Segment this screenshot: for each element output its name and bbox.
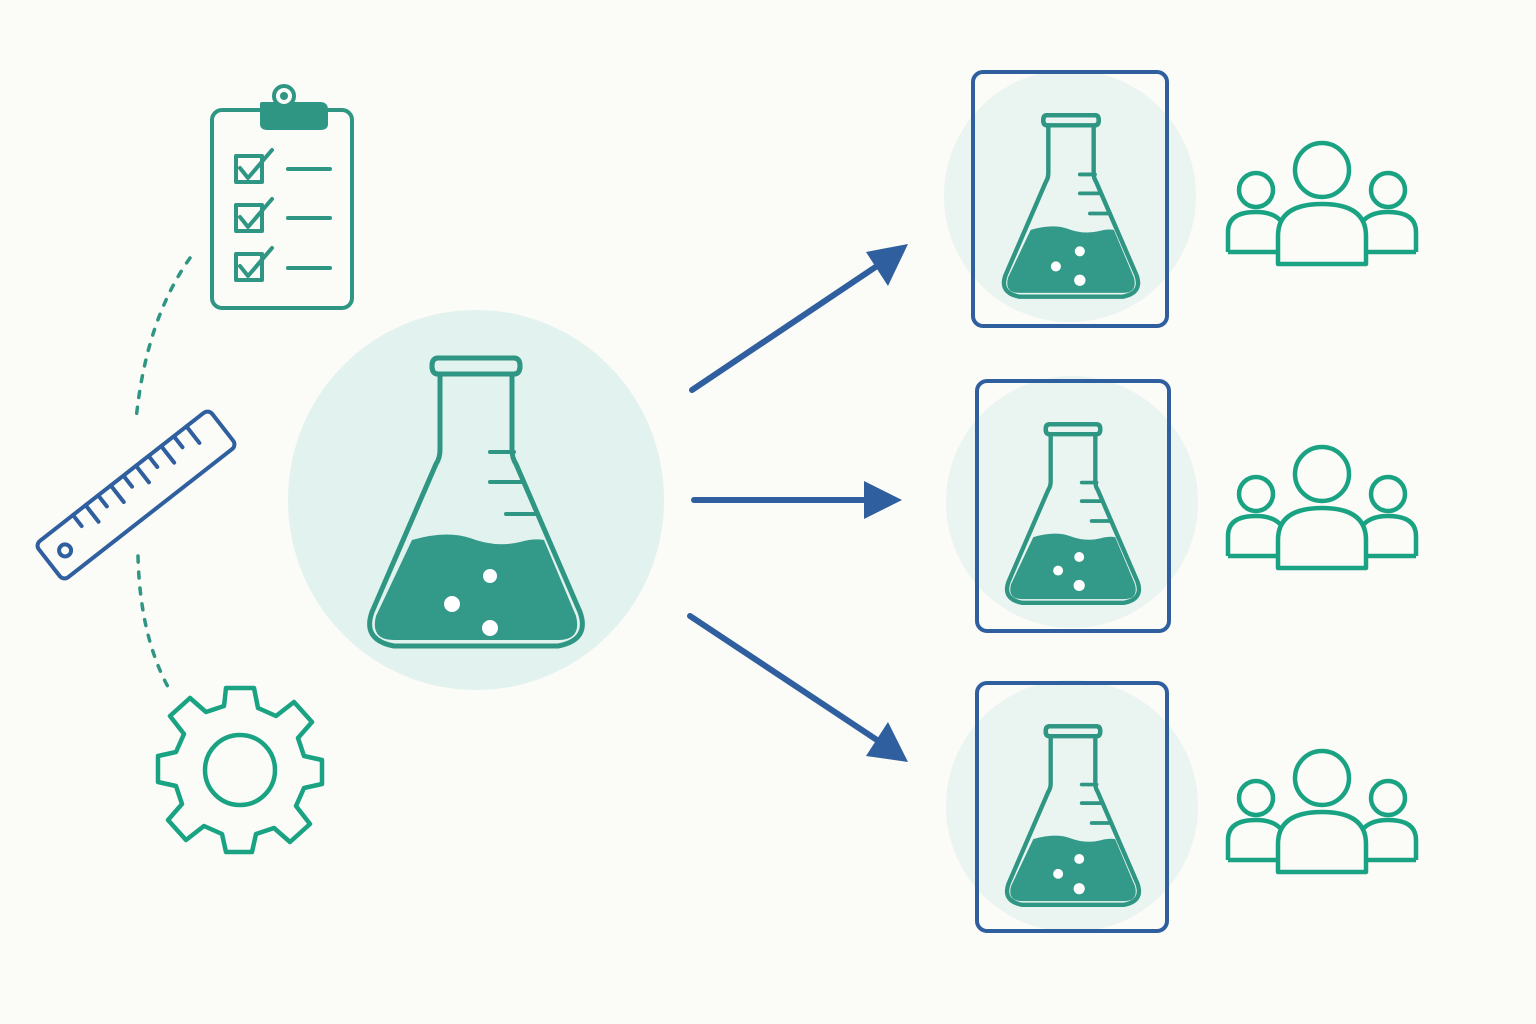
card-frame [975, 379, 1171, 633]
user-group-icon [1225, 444, 1419, 571]
arrow-to-replica-3 [687, 613, 908, 762]
gear-icon [155, 685, 325, 855]
central-flask [288, 310, 664, 690]
arrow-to-replica-1 [689, 244, 908, 393]
user-group-icon [1225, 748, 1419, 875]
replica-card-3 [946, 680, 1198, 933]
erlenmeyer-flask-icon [1007, 424, 1139, 603]
card-halo [944, 70, 1196, 322]
erlenmeyer-flask-icon [1007, 724, 1139, 905]
erlenmeyer-flask-icon [1004, 113, 1138, 296]
erlenmeyer-flask-icon [370, 355, 583, 646]
checklist-row [234, 246, 332, 282]
dotted-connector [136, 554, 174, 696]
arrow-to-replica-2 [691, 481, 902, 519]
card-halo [946, 376, 1198, 628]
card-halo [946, 680, 1198, 932]
clipboard-checklist-icon [210, 84, 354, 310]
user-group-icon [1225, 140, 1419, 267]
dotted-connector [134, 256, 192, 422]
replica-card-1 [944, 70, 1196, 328]
checklist-row [234, 148, 332, 184]
ruler-icon [35, 409, 237, 581]
card-frame [975, 681, 1169, 933]
replica-card-2 [946, 376, 1198, 633]
card-frame [971, 70, 1169, 328]
checklist-row [234, 197, 332, 233]
